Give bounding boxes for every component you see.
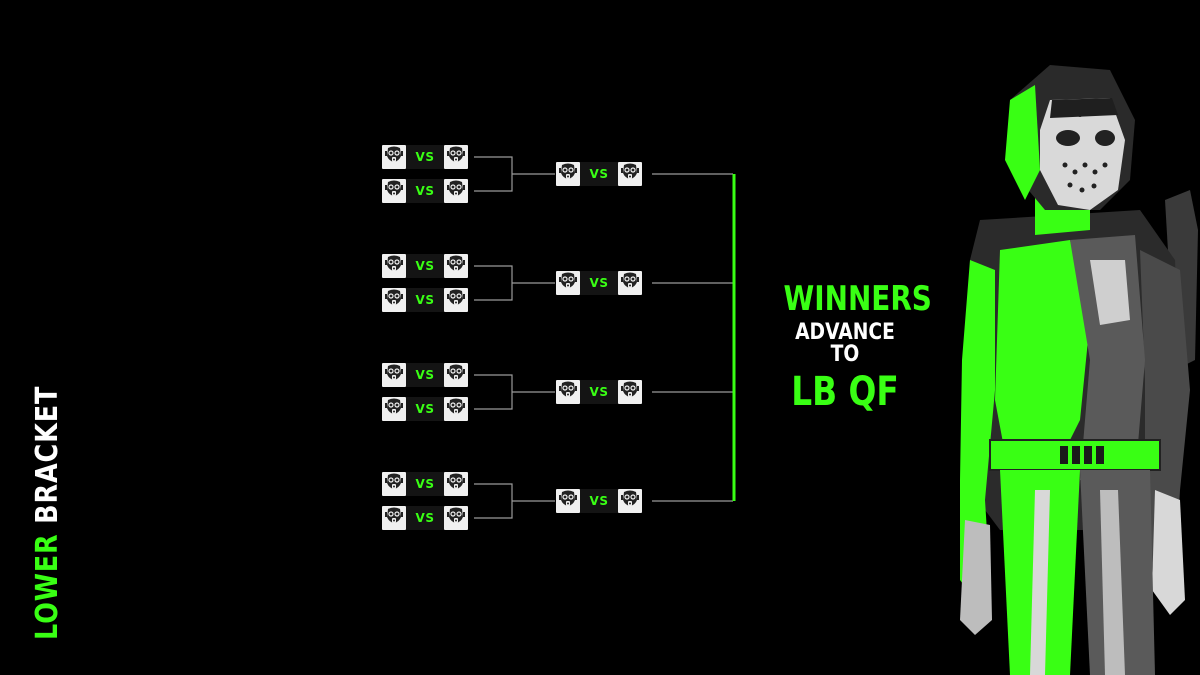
advance-label: WINNERS ADVANCE TO LB QF: [770, 279, 932, 415]
team-a-logo: [556, 271, 580, 295]
team-b-logo: [618, 380, 642, 404]
vs-label: VS: [406, 254, 444, 278]
vs-label: VS: [406, 506, 444, 530]
round1-match-2: VS: [382, 179, 468, 203]
team-b-logo: [444, 288, 468, 312]
connector-g4: [474, 483, 513, 519]
round2-match-4: VS: [556, 489, 642, 513]
connector-g3: [474, 374, 513, 410]
gas-mask-icon: [558, 271, 578, 295]
round1-match-5: VS: [382, 363, 468, 387]
gas-mask-icon: [446, 397, 466, 421]
team-a-logo: [382, 179, 406, 203]
round1-match-4: VS: [382, 288, 468, 312]
team-b-logo: [444, 472, 468, 496]
gas-mask-icon: [384, 363, 404, 387]
round2-match-3: VS: [556, 380, 642, 404]
vs-label: VS: [580, 380, 618, 404]
gas-mask-icon: [384, 179, 404, 203]
round1-match-1: VS: [382, 145, 468, 169]
gas-mask-icon: [446, 363, 466, 387]
advance-line-advance-to: ADVANCE TO: [795, 320, 895, 367]
gas-mask-icon: [384, 506, 404, 530]
team-a-logo: [556, 489, 580, 513]
vs-label: VS: [580, 489, 618, 513]
round2-match-1: VS: [556, 162, 642, 186]
gas-mask-icon: [558, 489, 578, 513]
team-b-logo: [444, 254, 468, 278]
gas-mask-icon: [446, 179, 466, 203]
vs-label: VS: [406, 145, 444, 169]
team-a-logo: [382, 472, 406, 496]
vs-label: VS: [406, 288, 444, 312]
gas-mask-icon: [446, 145, 466, 169]
gas-mask-icon: [446, 472, 466, 496]
team-a-logo: [382, 145, 406, 169]
vs-label: VS: [580, 162, 618, 186]
round1-match-6: VS: [382, 397, 468, 421]
gas-mask-icon: [446, 288, 466, 312]
gas-mask-icon: [384, 145, 404, 169]
advance-line-lb-qf: LB QF: [791, 369, 899, 415]
team-b-logo: [444, 363, 468, 387]
team-a-logo: [382, 397, 406, 421]
vs-label: VS: [406, 397, 444, 421]
gas-mask-icon: [620, 489, 640, 513]
vs-label: VS: [406, 179, 444, 203]
gas-mask-icon: [384, 288, 404, 312]
team-b-logo: [618, 271, 642, 295]
team-b-logo: [618, 489, 642, 513]
team-a-logo: [382, 363, 406, 387]
vs-label: VS: [580, 271, 618, 295]
gas-mask-icon: [620, 162, 640, 186]
team-b-logo: [444, 145, 468, 169]
round2-match-2: VS: [556, 271, 642, 295]
gas-mask-icon: [620, 380, 640, 404]
team-b-logo: [618, 162, 642, 186]
team-b-logo: [444, 506, 468, 530]
gas-mask-icon: [446, 254, 466, 278]
gas-mask-icon: [384, 397, 404, 421]
team-a-logo: [382, 254, 406, 278]
advance-line-winners: WINNERS: [783, 279, 932, 319]
team-b-logo: [444, 179, 468, 203]
connector-g2: [474, 265, 513, 301]
gas-mask-icon: [446, 506, 466, 530]
vs-label: VS: [406, 363, 444, 387]
connector-g1: [474, 156, 513, 192]
gas-mask-icon: [558, 162, 578, 186]
team-b-logo: [444, 397, 468, 421]
round1-match-7: VS: [382, 472, 468, 496]
gas-mask-icon: [558, 380, 578, 404]
team-a-logo: [382, 506, 406, 530]
masked-soldier-illustration: [960, 65, 1198, 675]
vs-label: VS: [406, 472, 444, 496]
gas-mask-icon: [384, 472, 404, 496]
team-a-logo: [556, 162, 580, 186]
round1-match-8: VS: [382, 506, 468, 530]
gas-mask-icon: [620, 271, 640, 295]
team-a-logo: [556, 380, 580, 404]
gas-mask-icon: [384, 254, 404, 278]
team-a-logo: [382, 288, 406, 312]
round1-match-3: VS: [382, 254, 468, 278]
